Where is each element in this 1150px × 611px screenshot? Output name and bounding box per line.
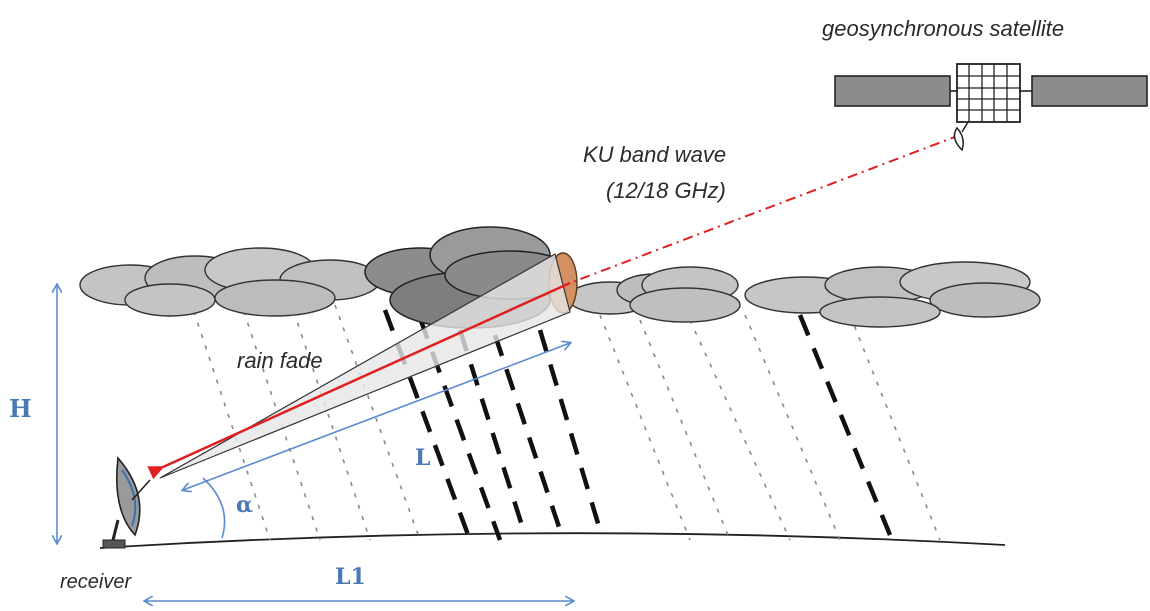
path-length-dimension <box>183 343 570 490</box>
signal-path-space <box>569 134 961 284</box>
height-label: H <box>9 394 32 423</box>
dish-antenna-icon <box>102 456 151 549</box>
angle-label: α <box>236 492 253 518</box>
path-length-label: L <box>415 445 430 471</box>
wave-label-line1: KU band wave <box>583 142 726 167</box>
ground-curve <box>99 532 1006 549</box>
clouds-right <box>567 261 1041 328</box>
light-rain-streaks <box>189 299 941 541</box>
satellite-icon <box>834 63 1148 152</box>
elevation-angle-arc <box>202 477 226 539</box>
wave-label-line2: (12/18 GHz) <box>606 178 726 203</box>
rain-fade-label: rain fade <box>237 348 323 373</box>
clouds-left <box>79 247 381 317</box>
ground-distance-label: L1 <box>335 564 366 590</box>
receiver-label: receiver <box>60 571 132 593</box>
satellite-label: geosynchronous satellite <box>822 16 1064 41</box>
